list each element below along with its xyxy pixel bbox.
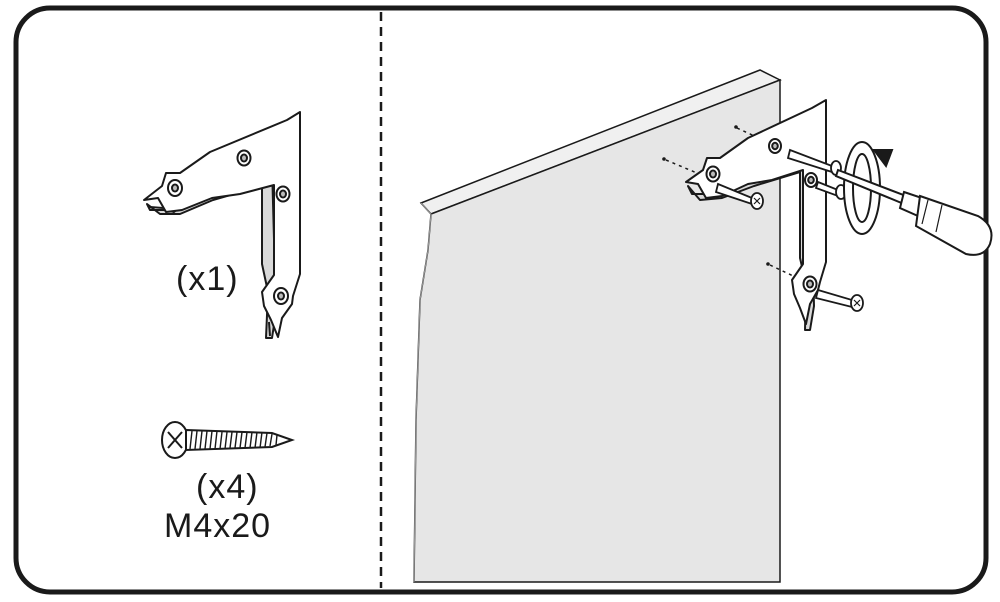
parts-panel: (x1) [143, 111, 301, 545]
clockwise-arrow-icon [843, 141, 894, 235]
screwdriver-icon [834, 168, 993, 256]
corner-bracket-icon [143, 111, 301, 339]
screw-icon [161, 421, 296, 459]
screw-quantity: (x4) [196, 468, 259, 506]
installation-panel [413, 69, 993, 583]
screw-4-icon [814, 288, 864, 312]
screw-1-icon [714, 182, 764, 210]
bracket-quantity: (x1) [176, 260, 239, 298]
screw-size: M4x20 [164, 507, 271, 545]
